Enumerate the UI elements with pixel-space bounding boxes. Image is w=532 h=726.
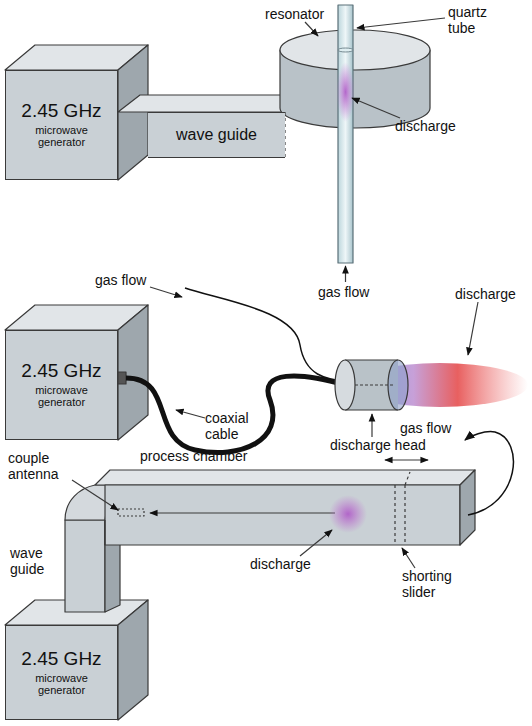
part-label: process chamber <box>140 448 247 464</box>
box-title: 2.45 GHz <box>21 101 101 122</box>
box-title: 2.45 GHz <box>21 649 101 670</box>
part-label: discharge <box>395 118 456 134</box>
part-label: gas flow <box>95 272 146 288</box>
part-label: gas flow <box>318 284 369 300</box>
part-label: coaxial cable <box>205 410 265 442</box>
part-label: wave guide <box>10 545 60 577</box>
part-label: discharge <box>250 556 311 572</box>
generator-box: 2.45 GHzmicrowave generator <box>5 625 118 720</box>
generator-box: 2.45 GHzmicrowave generator <box>5 70 118 180</box>
part-label: discharge <box>455 286 516 302</box>
waveguide-box: wave guide <box>148 112 285 158</box>
part-label: couple antenna <box>8 450 78 482</box>
box-title: wave guide <box>176 126 257 144</box>
part-label: shorting slider <box>402 568 472 600</box>
part-label: discharge head <box>330 437 426 453</box>
box-subtitle: microwave generator <box>26 384 98 408</box>
part-label: gas flow <box>400 420 451 436</box>
box-subtitle: microwave generator <box>26 124 98 148</box>
box-subtitle: microwave generator <box>26 672 98 696</box>
box-title: 2.45 GHz <box>21 361 101 382</box>
part-label: quartz tube <box>448 4 498 36</box>
part-label: resonator <box>265 6 324 22</box>
generator-box: 2.45 GHzmicrowave generator <box>5 330 118 440</box>
